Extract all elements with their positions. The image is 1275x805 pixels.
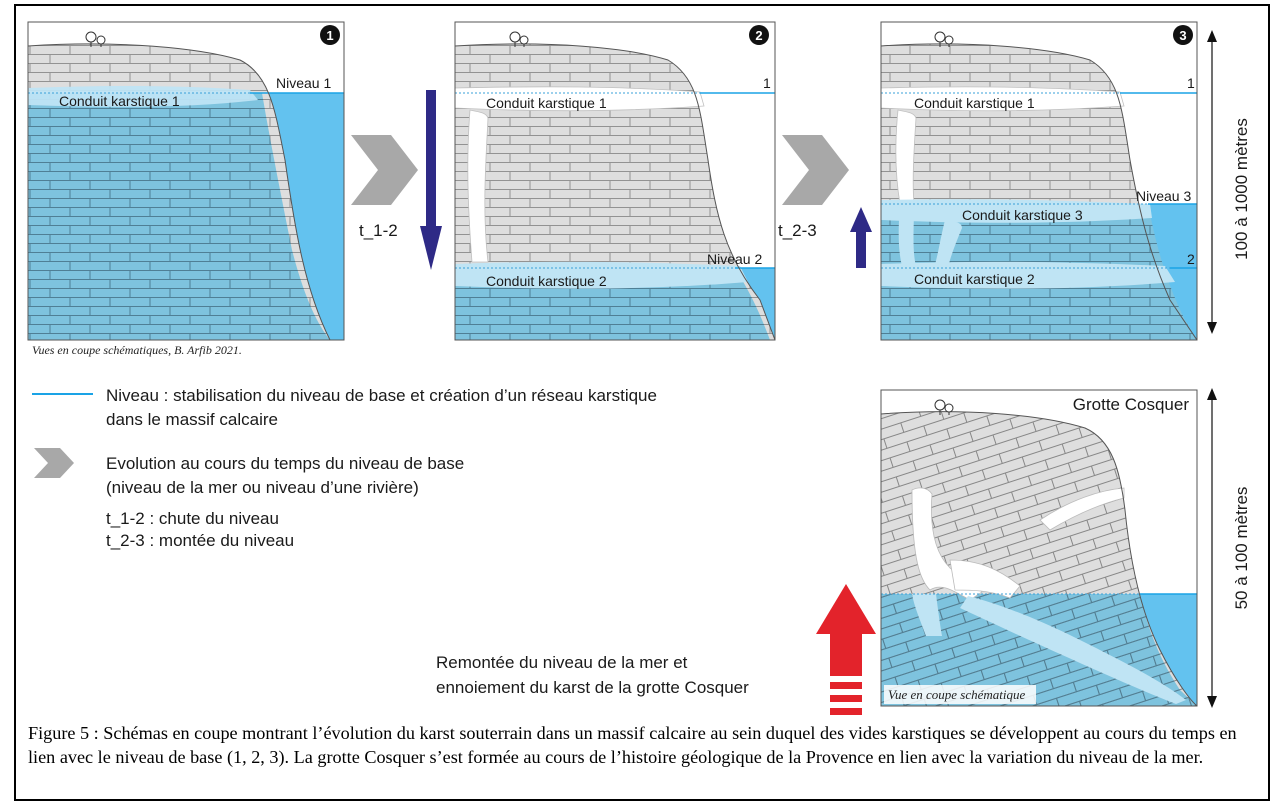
time-chevron: [782, 135, 849, 205]
conduit-label: Conduit karstique 1: [486, 95, 607, 111]
time-chevron: [351, 135, 418, 205]
tree-icon: [509, 31, 529, 47]
level-label: Niveau 2: [707, 251, 762, 267]
panel-1: 1 Conduit karstique 1 Niveau 1 Vues en c…: [27, 21, 345, 357]
panel-number-badge: [1173, 25, 1193, 45]
rise-arrow: [850, 207, 872, 268]
tree-icon: [934, 31, 954, 47]
level-label: 2: [1187, 251, 1195, 267]
level-label: Niveau 1: [276, 75, 331, 91]
transition-label: t_2-3: [778, 221, 817, 240]
figure-frame: [14, 4, 1270, 801]
conduit-label: Conduit karstique 3: [962, 207, 1083, 223]
tree-icon: [934, 399, 954, 415]
scale-bar-bottom: 50 à 100 mètres: [1207, 388, 1251, 708]
sea-rise-note: ennoiement du karst de la grotte Cosquer: [436, 678, 749, 697]
conduit-label: Conduit karstique 2: [914, 271, 1035, 287]
panel-3: 3 Conduit karstique 1 Conduit karstique …: [880, 21, 1198, 341]
level-label: 1: [763, 75, 771, 91]
panel-number: 2: [755, 28, 762, 43]
legend-text: t_2-3 : montée du niveau: [106, 531, 294, 550]
panel-number-badge: [749, 25, 769, 45]
scale-label: 100 à 1000 mètres: [1232, 118, 1251, 260]
panel-number: 3: [1179, 28, 1186, 43]
legend-chevron: [34, 448, 74, 478]
sea-rise-arrow: [816, 584, 876, 715]
scale-label: 50 à 100 mètres: [1232, 487, 1251, 610]
level-label: Niveau 3: [1136, 188, 1191, 204]
conduit-1-shape: [28, 86, 258, 107]
legend-text: dans le massif calcaire: [106, 410, 278, 429]
figure-caption: Figure 5 : Schémas en coupe montrant l’é…: [28, 723, 1237, 767]
credit-text: Vues en coupe schématiques, B. Arfib 202…: [32, 343, 242, 357]
tree-icon: [85, 31, 106, 47]
panel-number: 1: [326, 28, 333, 43]
transition-label: t_1-2: [359, 221, 398, 240]
cosquer-title: Grotte Cosquer: [1073, 395, 1190, 414]
legend-text: t_1-2 : chute du niveau: [106, 509, 279, 528]
cosquer-panel: Grotte Cosquer Vue en coupe schématique: [880, 389, 1198, 707]
panel-number-badge: [320, 25, 340, 45]
legend-text: Evolution au cours du temps du niveau de…: [106, 454, 464, 473]
level-label: 1: [1187, 75, 1195, 91]
conduit-label: Conduit karstique 1: [59, 93, 180, 109]
sea-rise-note: Remontée du niveau de la mer et: [436, 653, 688, 672]
legend-text: (niveau de la mer ou niveau d’une rivièr…: [106, 478, 419, 497]
fall-arrow: [420, 90, 442, 270]
conduit-label: Conduit karstique 2: [486, 273, 607, 289]
legend-text: Niveau : stabilisation du niveau de base…: [106, 386, 657, 405]
legend: Niveau : stabilisation du niveau de base…: [32, 386, 657, 550]
conduit-label: Conduit karstique 1: [914, 95, 1035, 111]
scale-bar-top: 100 à 1000 mètres: [1207, 30, 1251, 334]
cosquer-subtitle: Vue en coupe schématique: [888, 687, 1026, 702]
panel-2: 2 Conduit karstique 1 Conduit karstique …: [454, 21, 776, 341]
